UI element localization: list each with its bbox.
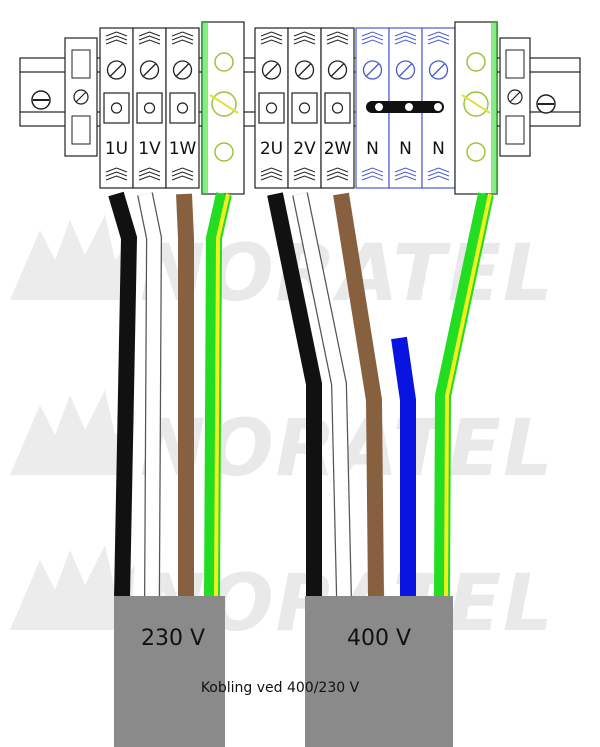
wire-earth-left-stripe — [214, 193, 230, 599]
wire-white-2v — [293, 192, 351, 599]
cable-sheath-400v — [305, 596, 453, 747]
terminal-label: N — [366, 139, 379, 159]
terminal-2u: 2U — [254, 27, 289, 189]
terminal-label: 1U — [105, 139, 128, 159]
earth-terminal-right — [454, 21, 498, 195]
terminal-2w: 2W — [320, 27, 355, 189]
terminal-label: 1V — [138, 139, 161, 159]
terminal-1v: 1V — [132, 27, 167, 189]
terminal-label: 1W — [169, 139, 197, 159]
end-clamp-left — [31, 37, 98, 157]
cable-label-400v: 400 V — [347, 626, 411, 651]
terminal-label: 2W — [324, 139, 352, 159]
terminal-2v: 2V — [287, 27, 322, 189]
terminal-1u: 1U — [99, 27, 134, 189]
wire-black-1u — [108, 191, 138, 599]
cable-sheaths: 230 V 400 V — [114, 596, 453, 747]
cable-sheath-230v — [114, 596, 225, 747]
end-clamp-right — [499, 37, 556, 157]
wire-earth-right-stripe — [444, 193, 492, 599]
terminal-1w: 1W — [165, 27, 200, 189]
wire-brown-1w — [176, 193, 194, 598]
wire-earth-right — [434, 192, 494, 599]
terminal-label: N — [399, 139, 412, 159]
watermark-logo: NORATEL — [10, 390, 553, 494]
wire-earth-left — [204, 192, 232, 599]
wire-blue-n — [391, 336, 416, 598]
watermark-logo: NORATEL — [10, 545, 553, 649]
neutral-bridge — [366, 101, 444, 113]
wire-white-1v — [138, 192, 161, 599]
earth-terminal-left — [201, 21, 245, 195]
terminal-label: 2V — [293, 139, 316, 159]
terminal-label: N — [432, 139, 445, 159]
wire-brown-2w — [333, 192, 384, 599]
cable-label-230v: 230 V — [141, 626, 205, 651]
wire-black-2u — [267, 192, 322, 598]
terminal-label: 2U — [260, 139, 283, 159]
wires — [108, 191, 494, 599]
diagram-caption: Kobling ved 400/230 V — [200, 680, 360, 696]
